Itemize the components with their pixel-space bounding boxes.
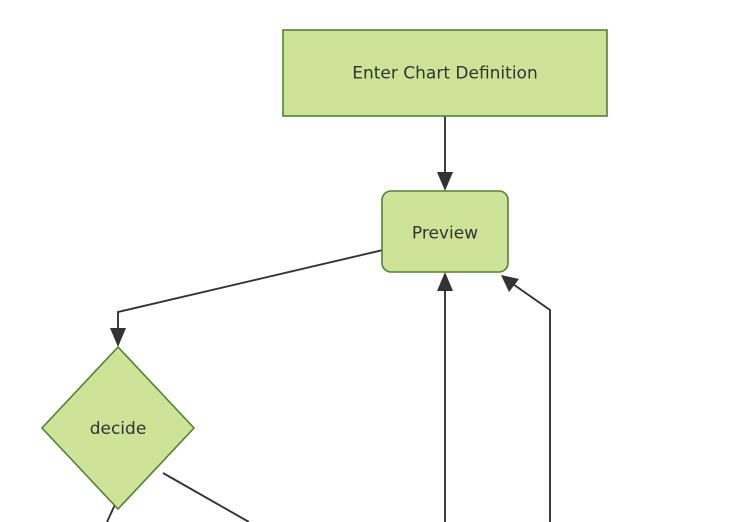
arrowhead-upleft-icon bbox=[501, 275, 519, 292]
node-rectangle-shape bbox=[282, 29, 608, 117]
edge-enter-to-preview bbox=[437, 116, 453, 191]
node-label-enter-chart-definition: Enter Chart Definition bbox=[352, 64, 537, 84]
node-diamond-shape bbox=[40, 345, 196, 511]
node-label-decide: decide bbox=[90, 419, 147, 439]
arrowhead-down-icon bbox=[110, 328, 126, 347]
node-label-preview: Preview bbox=[412, 224, 478, 244]
edge-decide-branch-right bbox=[162, 472, 250, 522]
arrowhead-up-icon bbox=[437, 272, 453, 291]
node-preview[interactable]: Preview bbox=[381, 190, 509, 273]
arrowhead-down-icon bbox=[437, 172, 453, 191]
edge-preview-to-decide bbox=[110, 249, 384, 347]
edge-return-right-to-preview bbox=[501, 275, 551, 522]
node-rounded-rectangle-shape bbox=[381, 190, 509, 273]
edge-return-center-to-preview bbox=[437, 272, 453, 522]
node-decide[interactable]: decide bbox=[40, 345, 196, 511]
node-enter-chart-definition[interactable]: Enter Chart Definition bbox=[282, 29, 608, 117]
